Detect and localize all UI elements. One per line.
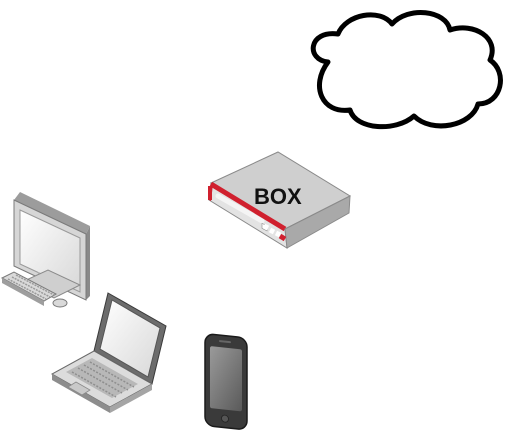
smartphone-icon (204, 333, 248, 430)
network-appliance-icon (208, 151, 352, 249)
laptop-icon (50, 292, 167, 413)
cloud-icon (310, 10, 503, 130)
desktop-computer-icon (0, 192, 90, 308)
box-label: BOX (254, 184, 302, 209)
